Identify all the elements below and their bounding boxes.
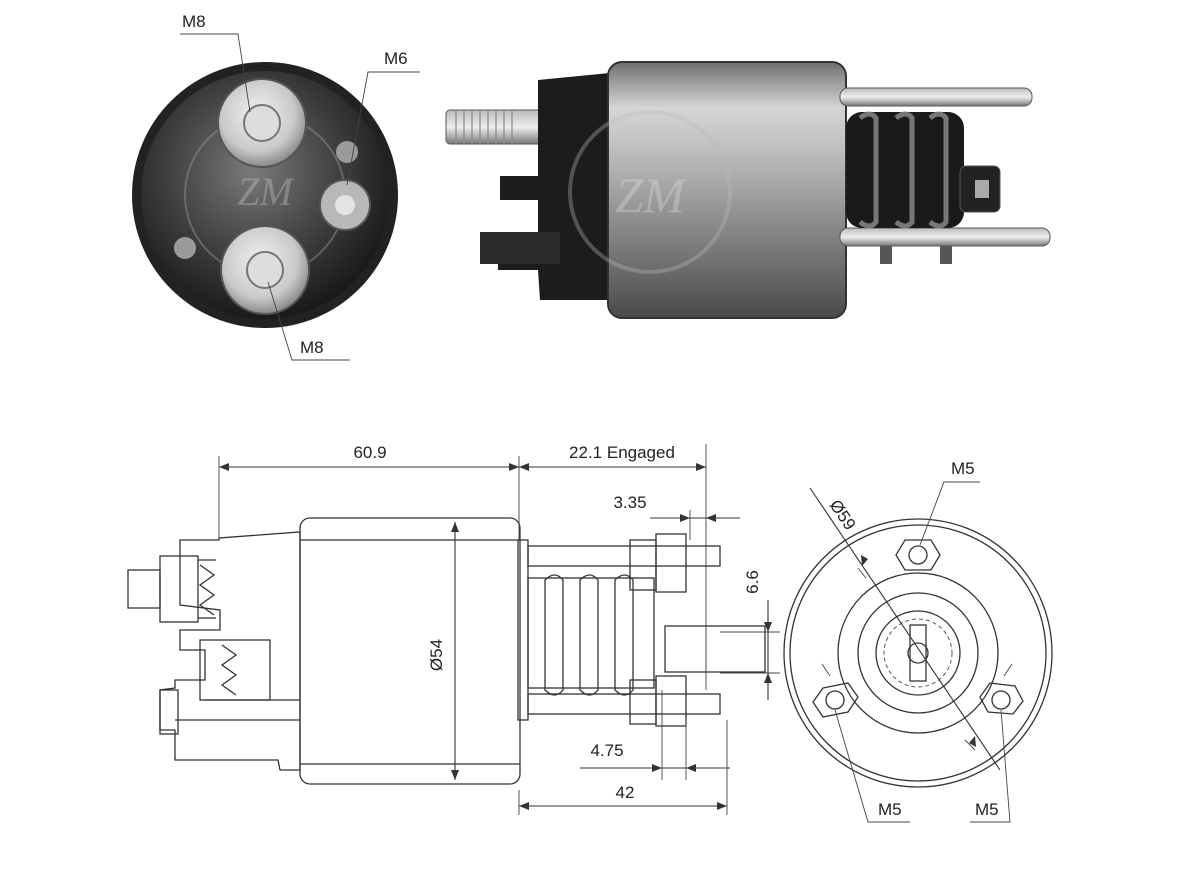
label-m6: M6 — [384, 49, 408, 68]
dim-offset-top: 3.35 — [613, 493, 646, 512]
end-view-drawing: Ø59 M5 M5 M5 — [783, 459, 1053, 823]
dim-front-length: 42 — [616, 783, 635, 802]
label-m5-left: M5 — [878, 800, 902, 819]
svg-text:ZM: ZM — [615, 167, 687, 223]
label-m8-bottom: M8 — [300, 338, 324, 357]
end-cap-photo: ZM — [132, 62, 398, 328]
label-m5-top: M5 — [951, 459, 975, 478]
svg-text:ZM: ZM — [237, 169, 295, 214]
end-view-stud-right — [979, 682, 1024, 715]
dim-offset-right: 6.6 — [743, 570, 762, 594]
dim-bolt-circle: Ø59 — [826, 496, 860, 533]
side-view-photo: ZM — [445, 61, 1051, 319]
label-m5-right: M5 — [975, 800, 999, 819]
dim-offset-bottom: 4.75 — [590, 741, 623, 760]
end-view-stud-top — [895, 539, 941, 571]
dim-body-diameter: Ø54 — [427, 639, 446, 671]
label-m8-top: M8 — [182, 12, 206, 31]
dim-plunger-travel: 22.1 Engaged — [569, 443, 675, 462]
side-elevation-drawing: 60.9 22.1 Engaged 3.35 6.6 4.75 42 — [127, 443, 780, 815]
dim-body-length: 60.9 — [353, 443, 386, 462]
end-view-stud-left — [812, 682, 859, 718]
